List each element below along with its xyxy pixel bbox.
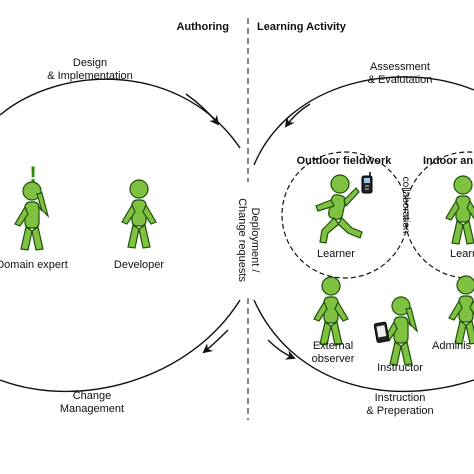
external-observer-label-1: External xyxy=(313,340,353,352)
indoor-label: Indoor an xyxy=(423,155,473,167)
exclamation-icon: ! xyxy=(29,162,36,187)
collaboration-label: collaboration xyxy=(400,177,411,234)
header-learning-activity: Learning Activity xyxy=(257,21,347,33)
design-label-2: & Implementation xyxy=(47,70,133,82)
authoring-cycle-top-arc xyxy=(0,78,241,149)
collaboration-label-group: collaboration xyxy=(400,177,411,234)
authoring-cycle-bottom-arc xyxy=(0,299,241,393)
domain-expert-figure xyxy=(14,181,49,251)
activity-cycle-arrow-bottom xyxy=(267,339,296,360)
learner-outdoor-label: Learner xyxy=(317,248,355,260)
instructor-figure xyxy=(383,296,418,366)
external-observer-label-2: observer xyxy=(312,353,355,365)
deployment-label-1: Deployment / xyxy=(249,208,261,274)
outdoor-fieldwork-label: Outdoor fieldwork xyxy=(297,155,393,167)
assessment-label-1: Assessment xyxy=(370,61,430,73)
change-label-1: Change xyxy=(73,390,112,402)
authoring-cycle-arrow-bottom xyxy=(202,329,229,354)
developer-figure xyxy=(121,179,157,249)
administrator-figure xyxy=(448,275,474,345)
deployment-label-group: Deployment / Change requests xyxy=(236,198,261,282)
activity-cycle-bottom-arc xyxy=(253,299,474,393)
administrator-label: Adminis xyxy=(432,340,472,352)
activity-cycle-arrow-top xyxy=(284,103,311,128)
instructor-label: Instructor xyxy=(377,362,423,374)
handheld-device-icon xyxy=(373,321,390,343)
outdoor-fieldwork-circle xyxy=(281,151,409,279)
activity-cycle-top-arc xyxy=(253,76,474,166)
instruction-label-2: & Preperation xyxy=(366,405,433,417)
mobile-phone-icon xyxy=(361,172,373,194)
domain-expert-label: Domain expert xyxy=(0,259,68,271)
external-observer-figure xyxy=(313,276,349,346)
instruction-label-1: Instruction xyxy=(375,392,426,404)
design-label-1: Design xyxy=(73,57,107,69)
deployment-label-2: Change requests xyxy=(236,198,248,282)
developer-label: Developer xyxy=(114,259,164,271)
learner-outdoor-figure xyxy=(315,174,363,244)
learner-indoor-figure xyxy=(445,175,474,245)
authoring-cycle-arrow-top xyxy=(185,93,220,126)
header-authoring: Authoring xyxy=(176,21,229,33)
change-label-2: Management xyxy=(60,403,124,415)
assessment-label-2: & Evalutation xyxy=(368,74,433,86)
learner-indoor-label: Learn xyxy=(450,248,474,260)
